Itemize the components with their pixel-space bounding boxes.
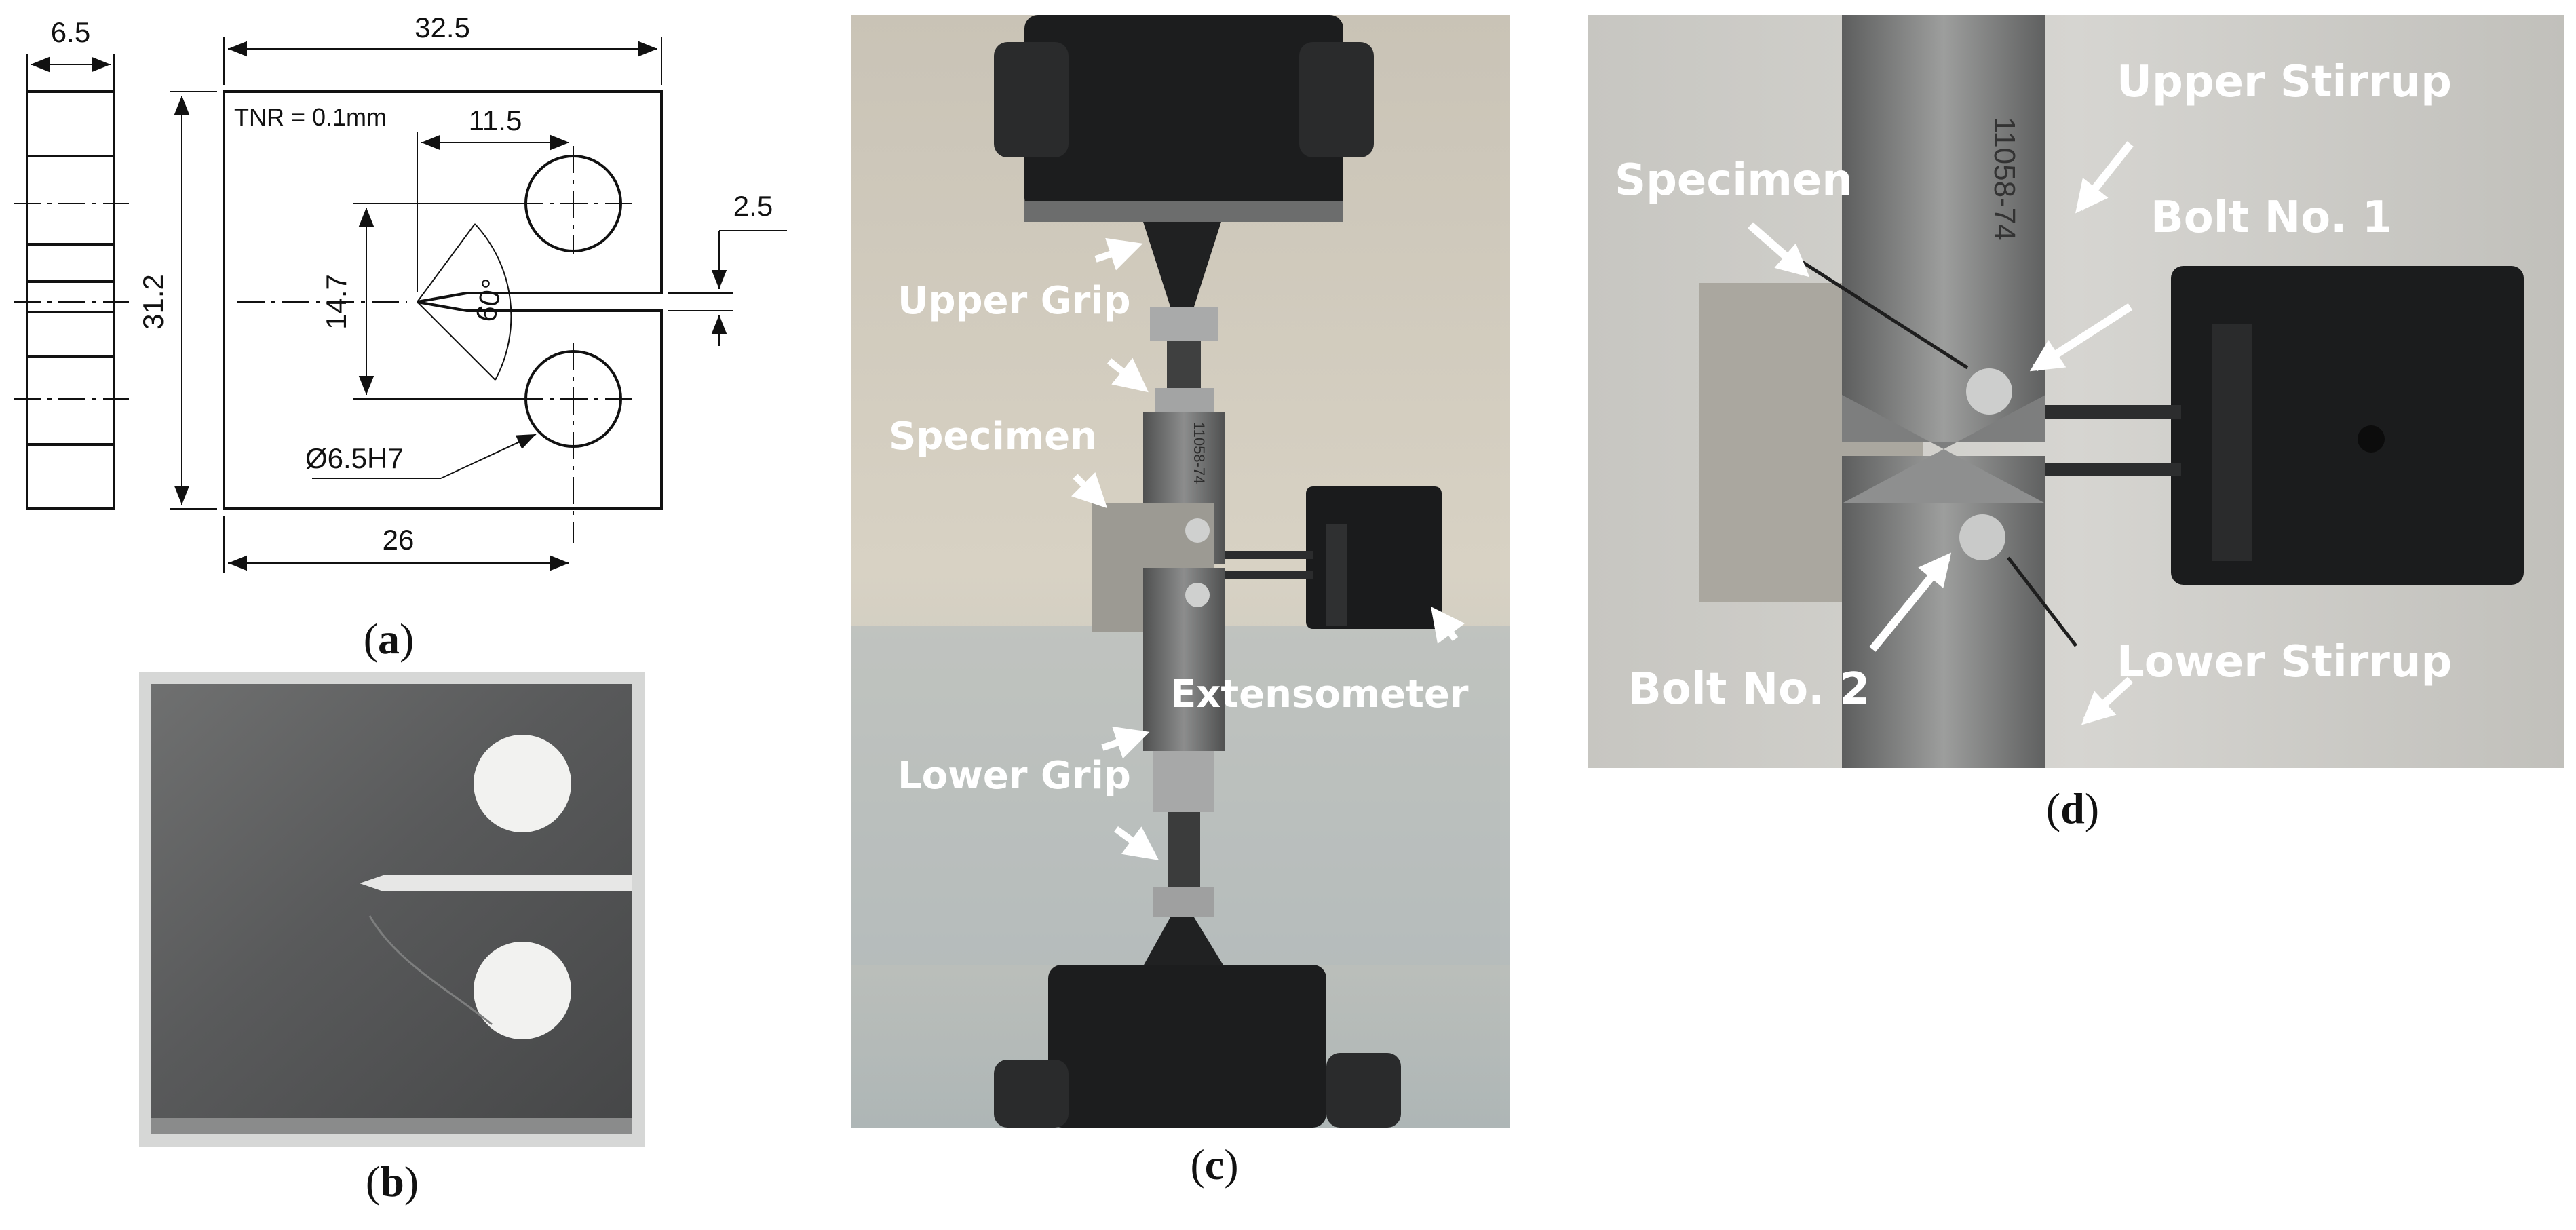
label-bolt-1: Bolt No. 1 (2151, 193, 2392, 243)
closeup-bolt-2 (1959, 514, 2005, 560)
dim-hole-spacing: 14.7 (320, 274, 352, 330)
stirrup-marking-c: 11058-74 (1191, 422, 1208, 484)
dim-load-line: 26 (383, 524, 415, 556)
label-upper-stirrup: Upper Stirrup (2117, 57, 2452, 107)
stirrup-marking-d: 11058-74 (1988, 117, 2021, 241)
lower-stirrup (1143, 568, 1225, 751)
closeup-lower-stirrup (1842, 456, 2045, 768)
dim-hole-offset: 11.5 (469, 104, 522, 136)
side-view (26, 90, 115, 510)
dim-thickness: 6.5 (51, 16, 90, 48)
panel-d-photo: Upper Stirrup Specimen Bolt No. 1 Bolt N… (1588, 15, 2564, 768)
label-lower-grip: Lower Grip (898, 754, 1131, 798)
dim-height: 31.2 (137, 274, 169, 330)
caption-c: (c) (1190, 1140, 1239, 1189)
photo-upper-hole (474, 735, 571, 832)
label-lower-stirrup: Lower Stirrup (2117, 637, 2452, 687)
dim-notch-angle: 60° (469, 276, 508, 324)
panel-c-photo: Upper Grip Specimen Extensometer Lower G… (851, 15, 1510, 1128)
specimen-plate (151, 684, 632, 1118)
dim-slot-width: 2.5 (733, 190, 773, 222)
label-bolt-2: Bolt No. 2 (1628, 664, 1870, 714)
caption-b: (b) (365, 1157, 419, 1206)
specimen-outline (223, 90, 663, 510)
caption-d: (d) (2045, 784, 2100, 832)
label-specimen-c: Specimen (889, 415, 1097, 459)
tnr-note: TNR = 0.1mm (234, 103, 387, 131)
closeup-upper-stirrup (1842, 15, 2045, 442)
closeup-bolt-1 (1966, 368, 2012, 415)
panel-b-photo (139, 672, 645, 1147)
caption-a: (a) (363, 615, 415, 663)
photo-lower-hole (474, 942, 571, 1039)
specimen-slot (360, 875, 632, 891)
closeup-extensometer (2171, 266, 2524, 585)
label-specimen-d: Specimen (1615, 155, 1853, 206)
panel-a-drawing: 6.5 32.5 31.2 TNR = 0.1mm 11.5 2.5 14.7 … (14, 12, 787, 573)
label-upper-grip: Upper Grip (898, 279, 1131, 323)
dim-width: 32.5 (415, 12, 470, 43)
dim-hole-diameter: Ø6.5H7 (305, 442, 404, 474)
label-extensometer: Extensometer (1170, 672, 1469, 716)
